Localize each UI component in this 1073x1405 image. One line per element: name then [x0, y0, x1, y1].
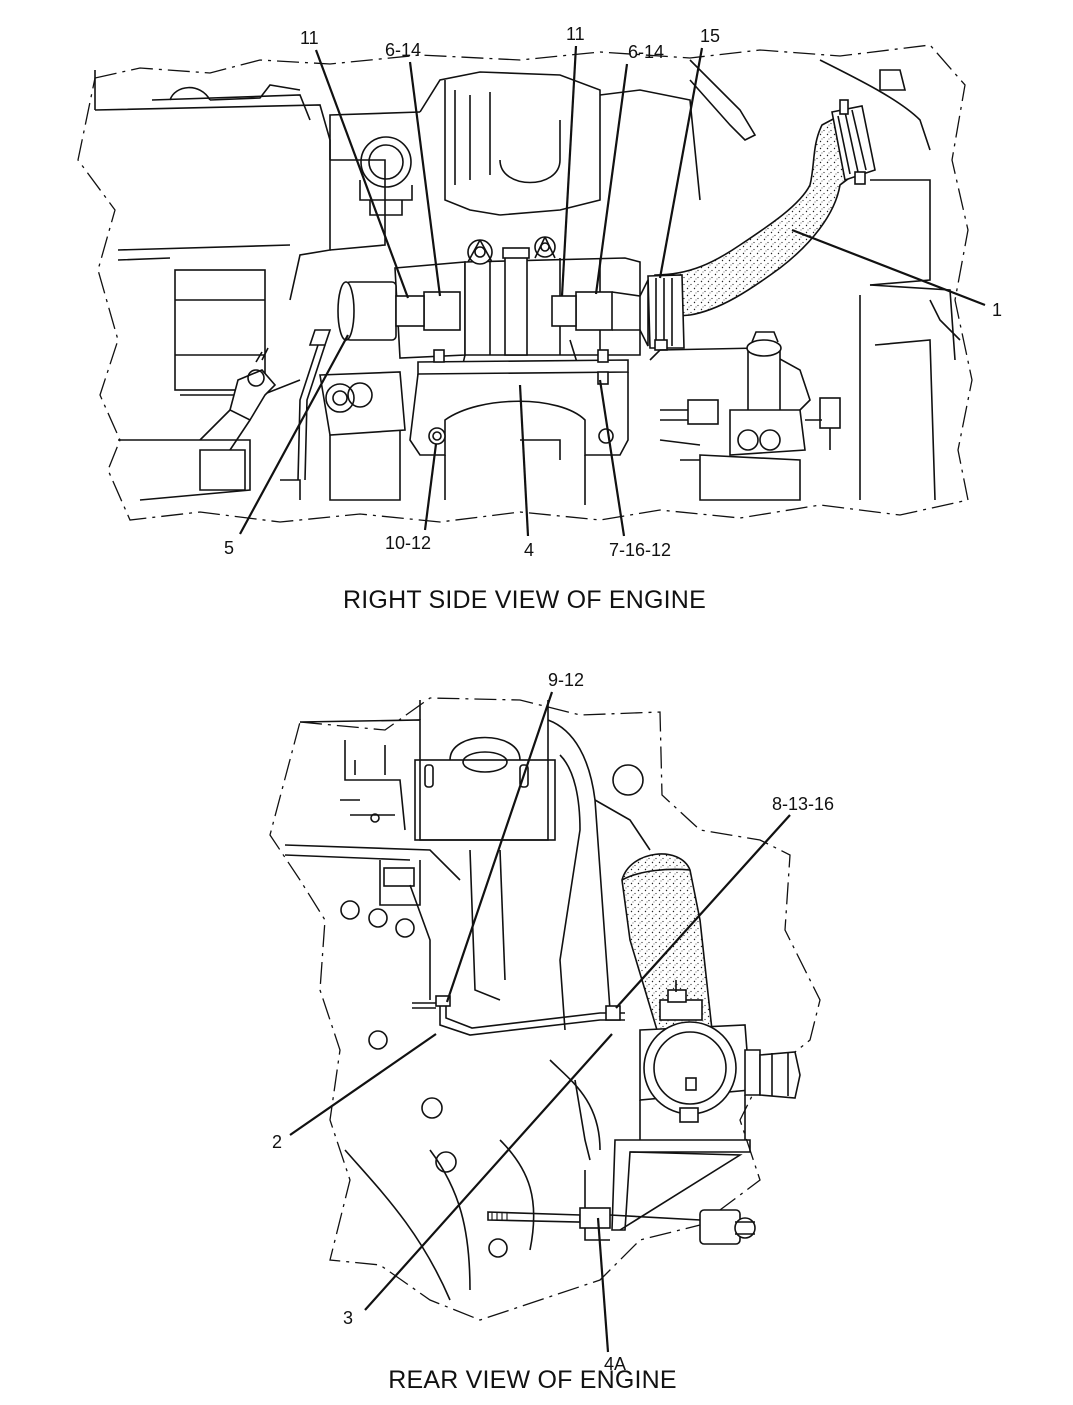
- callout-15: 15: [700, 26, 720, 46]
- callout-4a: 4A: [604, 1354, 626, 1374]
- view-boundary-bottom: [269, 697, 821, 1321]
- callout-11-left: 11: [300, 28, 319, 48]
- coolant-hose-1: [654, 108, 861, 319]
- callout-10-12: 10-12: [385, 533, 431, 553]
- callout-2: 2: [272, 1132, 282, 1152]
- callout-6-14-left: 6-14: [385, 40, 421, 60]
- bracket-plate-4: [417, 359, 629, 375]
- view-title-rear: REAR VIEW OF ENGINE: [388, 1366, 677, 1394]
- hex-nut-fitting: [759, 1051, 801, 1099]
- hose-clamp-15: [647, 274, 685, 349]
- callout-3: 3: [343, 1308, 353, 1328]
- right-side-view: [77, 44, 973, 523]
- connector-11-right: [551, 295, 577, 327]
- fitting-6-14-left: [423, 291, 461, 331]
- callout-5: 5: [224, 538, 234, 558]
- callout-8-13-16: 8-13-16: [772, 794, 834, 814]
- callouts-top: 11 6-14 11 6-14 15 1 5 10-12 4 7-16-12: [224, 24, 1002, 560]
- view-boundary-top: [77, 44, 973, 523]
- callout-7-16-12: 7-16-12: [609, 540, 671, 560]
- callouts-bottom: 9-12 8-13-16 2 3 4A: [272, 670, 834, 1374]
- fitting-6-14-right: [575, 291, 613, 331]
- callout-4: 4: [524, 540, 534, 560]
- callout-9-12: 9-12: [548, 670, 584, 690]
- filter-gauge: [643, 1021, 737, 1115]
- connector-11-left: [395, 295, 425, 327]
- callout-6-14-right: 6-14: [628, 42, 664, 62]
- view-title-right-side: RIGHT SIDE VIEW OF ENGINE: [343, 586, 706, 614]
- callout-1: 1: [992, 300, 1002, 320]
- sensor-body: [747, 347, 781, 419]
- leaders-bottom: [289, 691, 791, 1353]
- callout-11-right: 11: [566, 24, 585, 44]
- leaders-top: [239, 45, 986, 537]
- rear-view: [269, 697, 821, 1321]
